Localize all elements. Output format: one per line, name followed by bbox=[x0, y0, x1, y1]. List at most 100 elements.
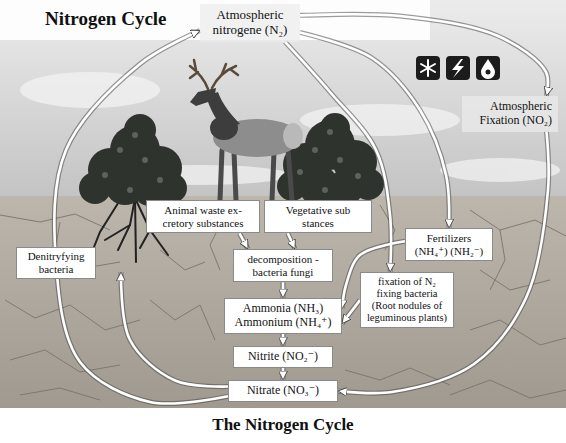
cycle-box: Ammonia (NH₃) Ammonium (NH₄⁺) bbox=[224, 298, 342, 334]
caption-band bbox=[0, 408, 566, 443]
soil-cracks-part bbox=[5, 300, 140, 330]
uptake-arrow-casing bbox=[121, 272, 228, 387]
cycle-box: Fertilizers (NH₄⁺) (NH₂⁻) bbox=[405, 228, 493, 261]
elk-legs bbox=[220, 150, 292, 200]
soil-cracks-part bbox=[20, 388, 100, 400]
shrub-foliage-part bbox=[79, 172, 111, 204]
clouds-part bbox=[20, 72, 160, 108]
soil-cracks-part bbox=[150, 300, 215, 340]
soil bbox=[0, 196, 566, 410]
elk-legs-part bbox=[234, 152, 236, 200]
elk-rump bbox=[283, 123, 303, 149]
connector-casing bbox=[342, 300, 360, 324]
soil-cracks-part bbox=[10, 350, 120, 372]
cycle-arrow bbox=[239, 233, 248, 249]
cycle-box: Nitrate (NO₃⁻) bbox=[228, 380, 338, 402]
diagram-caption: The Nitrogen Cycle bbox=[0, 415, 566, 435]
elk-legs-part bbox=[220, 150, 222, 200]
lightning-icon-part bbox=[452, 59, 464, 78]
cycle-arrow bbox=[282, 282, 285, 298]
elk-antlers-part bbox=[194, 60, 196, 70]
snow-icon-part-part bbox=[421, 64, 435, 72]
shrub-leaves-part bbox=[102, 172, 108, 178]
shrub-leaves-part bbox=[142, 157, 148, 163]
box-text: Animal waste ex- cretory substances bbox=[152, 204, 254, 229]
elk-antlers bbox=[190, 60, 238, 89]
snow-icon bbox=[416, 56, 440, 80]
shrub-leaves-part bbox=[355, 173, 361, 179]
cycle-box: Atmospheric nitrogene (N₂) bbox=[200, 4, 300, 42]
elk-antlers-part bbox=[190, 72, 198, 78]
diagram-title: Nitrogen Cycle bbox=[45, 8, 167, 30]
box-text: Ammonia (NH₃) Ammonium (NH₄⁺) bbox=[230, 302, 336, 330]
cycle-box: Vegetative sub stances bbox=[264, 200, 372, 233]
shrub-roots-part bbox=[105, 225, 130, 240]
box-text: Vegetative sub stances bbox=[270, 204, 366, 229]
edge-label: Denitryfying bacteria bbox=[16, 247, 96, 278]
connector-casing bbox=[288, 233, 295, 249]
elk-antlers-part bbox=[230, 69, 238, 75]
cycle-arrow bbox=[285, 42, 391, 272]
uptake-arrow bbox=[121, 272, 228, 387]
box-text: Fertilizers (NH₄⁺) (NH₂⁻) bbox=[411, 232, 487, 257]
cycle-box: decomposition - bacteria fungi bbox=[233, 249, 333, 282]
box-text: decomposition - bacteria fungi bbox=[239, 253, 327, 278]
soil-cracks-part bbox=[480, 270, 550, 290]
cycle-arrow bbox=[300, 14, 548, 96]
connector-casing bbox=[281, 282, 286, 298]
rain-icon-part bbox=[486, 70, 491, 75]
cycle-arrow bbox=[288, 233, 295, 249]
cycle-arrow bbox=[300, 32, 449, 228]
cycle-arrow bbox=[282, 334, 285, 346]
shrub-foliage bbox=[277, 113, 384, 206]
cycle-box: Nitrite (NO₂⁻) bbox=[233, 346, 333, 368]
shrub-leaves-part bbox=[117, 147, 123, 153]
box-text: Atmospheric nitrogene (N₂) bbox=[206, 8, 294, 38]
connector-casing bbox=[281, 368, 286, 380]
shrub-foliage-part bbox=[157, 173, 187, 203]
connector-casing bbox=[239, 233, 248, 249]
soil-cracks-part bbox=[470, 320, 566, 345]
shrub-roots-part bbox=[135, 198, 136, 262]
shrub-leaves-part bbox=[327, 129, 333, 135]
connector-casing bbox=[281, 334, 286, 346]
shrub-leaves-part bbox=[157, 177, 163, 183]
elk-antlers-part bbox=[190, 66, 208, 89]
cycle-box: Animal waste ex- cretory substances bbox=[146, 200, 260, 233]
cycle-box: Atmospheric Fixation (NO₂) bbox=[462, 96, 558, 132]
weather-icons bbox=[416, 56, 500, 80]
shrub-roots-part bbox=[92, 200, 120, 252]
elk-legs-part bbox=[288, 150, 292, 200]
shrub-leaves-part bbox=[297, 169, 303, 175]
box-text: fixation of N₂ fixing bacteria (Root nod… bbox=[366, 276, 448, 324]
cycle-arrow bbox=[282, 368, 285, 380]
lightning-icon-part bbox=[446, 56, 470, 80]
elk bbox=[190, 60, 303, 200]
shrub-foliage-part bbox=[352, 168, 384, 200]
connector-casing bbox=[285, 42, 391, 272]
cycle-arrow bbox=[342, 300, 360, 324]
rain-icon bbox=[476, 56, 500, 80]
connector-casing bbox=[300, 14, 548, 96]
shrub-leaves bbox=[297, 129, 361, 193]
shrub-leaves-part bbox=[132, 132, 138, 138]
connector-casing bbox=[300, 32, 449, 228]
soil-cracks-part bbox=[450, 380, 566, 398]
shrub-leaves-part bbox=[312, 147, 318, 153]
snow-icon-part-part bbox=[421, 64, 435, 72]
shrub-roots-part bbox=[118, 198, 135, 250]
box-text: Nitrite (NO₂⁻) bbox=[239, 350, 327, 364]
cycle-box: fixation of N₂ fixing bacteria (Root nod… bbox=[360, 272, 454, 328]
lightning-icon bbox=[446, 56, 470, 80]
elk-head bbox=[190, 88, 216, 106]
shrub-leaves-part bbox=[337, 157, 343, 163]
box-text: Atmospheric Fixation (NO₂) bbox=[468, 100, 552, 128]
shrub-leaves-part bbox=[322, 187, 328, 193]
shrub-leaves-part bbox=[127, 187, 133, 193]
shrub-foliage-part bbox=[320, 113, 350, 143]
sky bbox=[0, 0, 566, 200]
elk-legs-part bbox=[272, 152, 274, 200]
rain-icon-part bbox=[481, 59, 495, 79]
